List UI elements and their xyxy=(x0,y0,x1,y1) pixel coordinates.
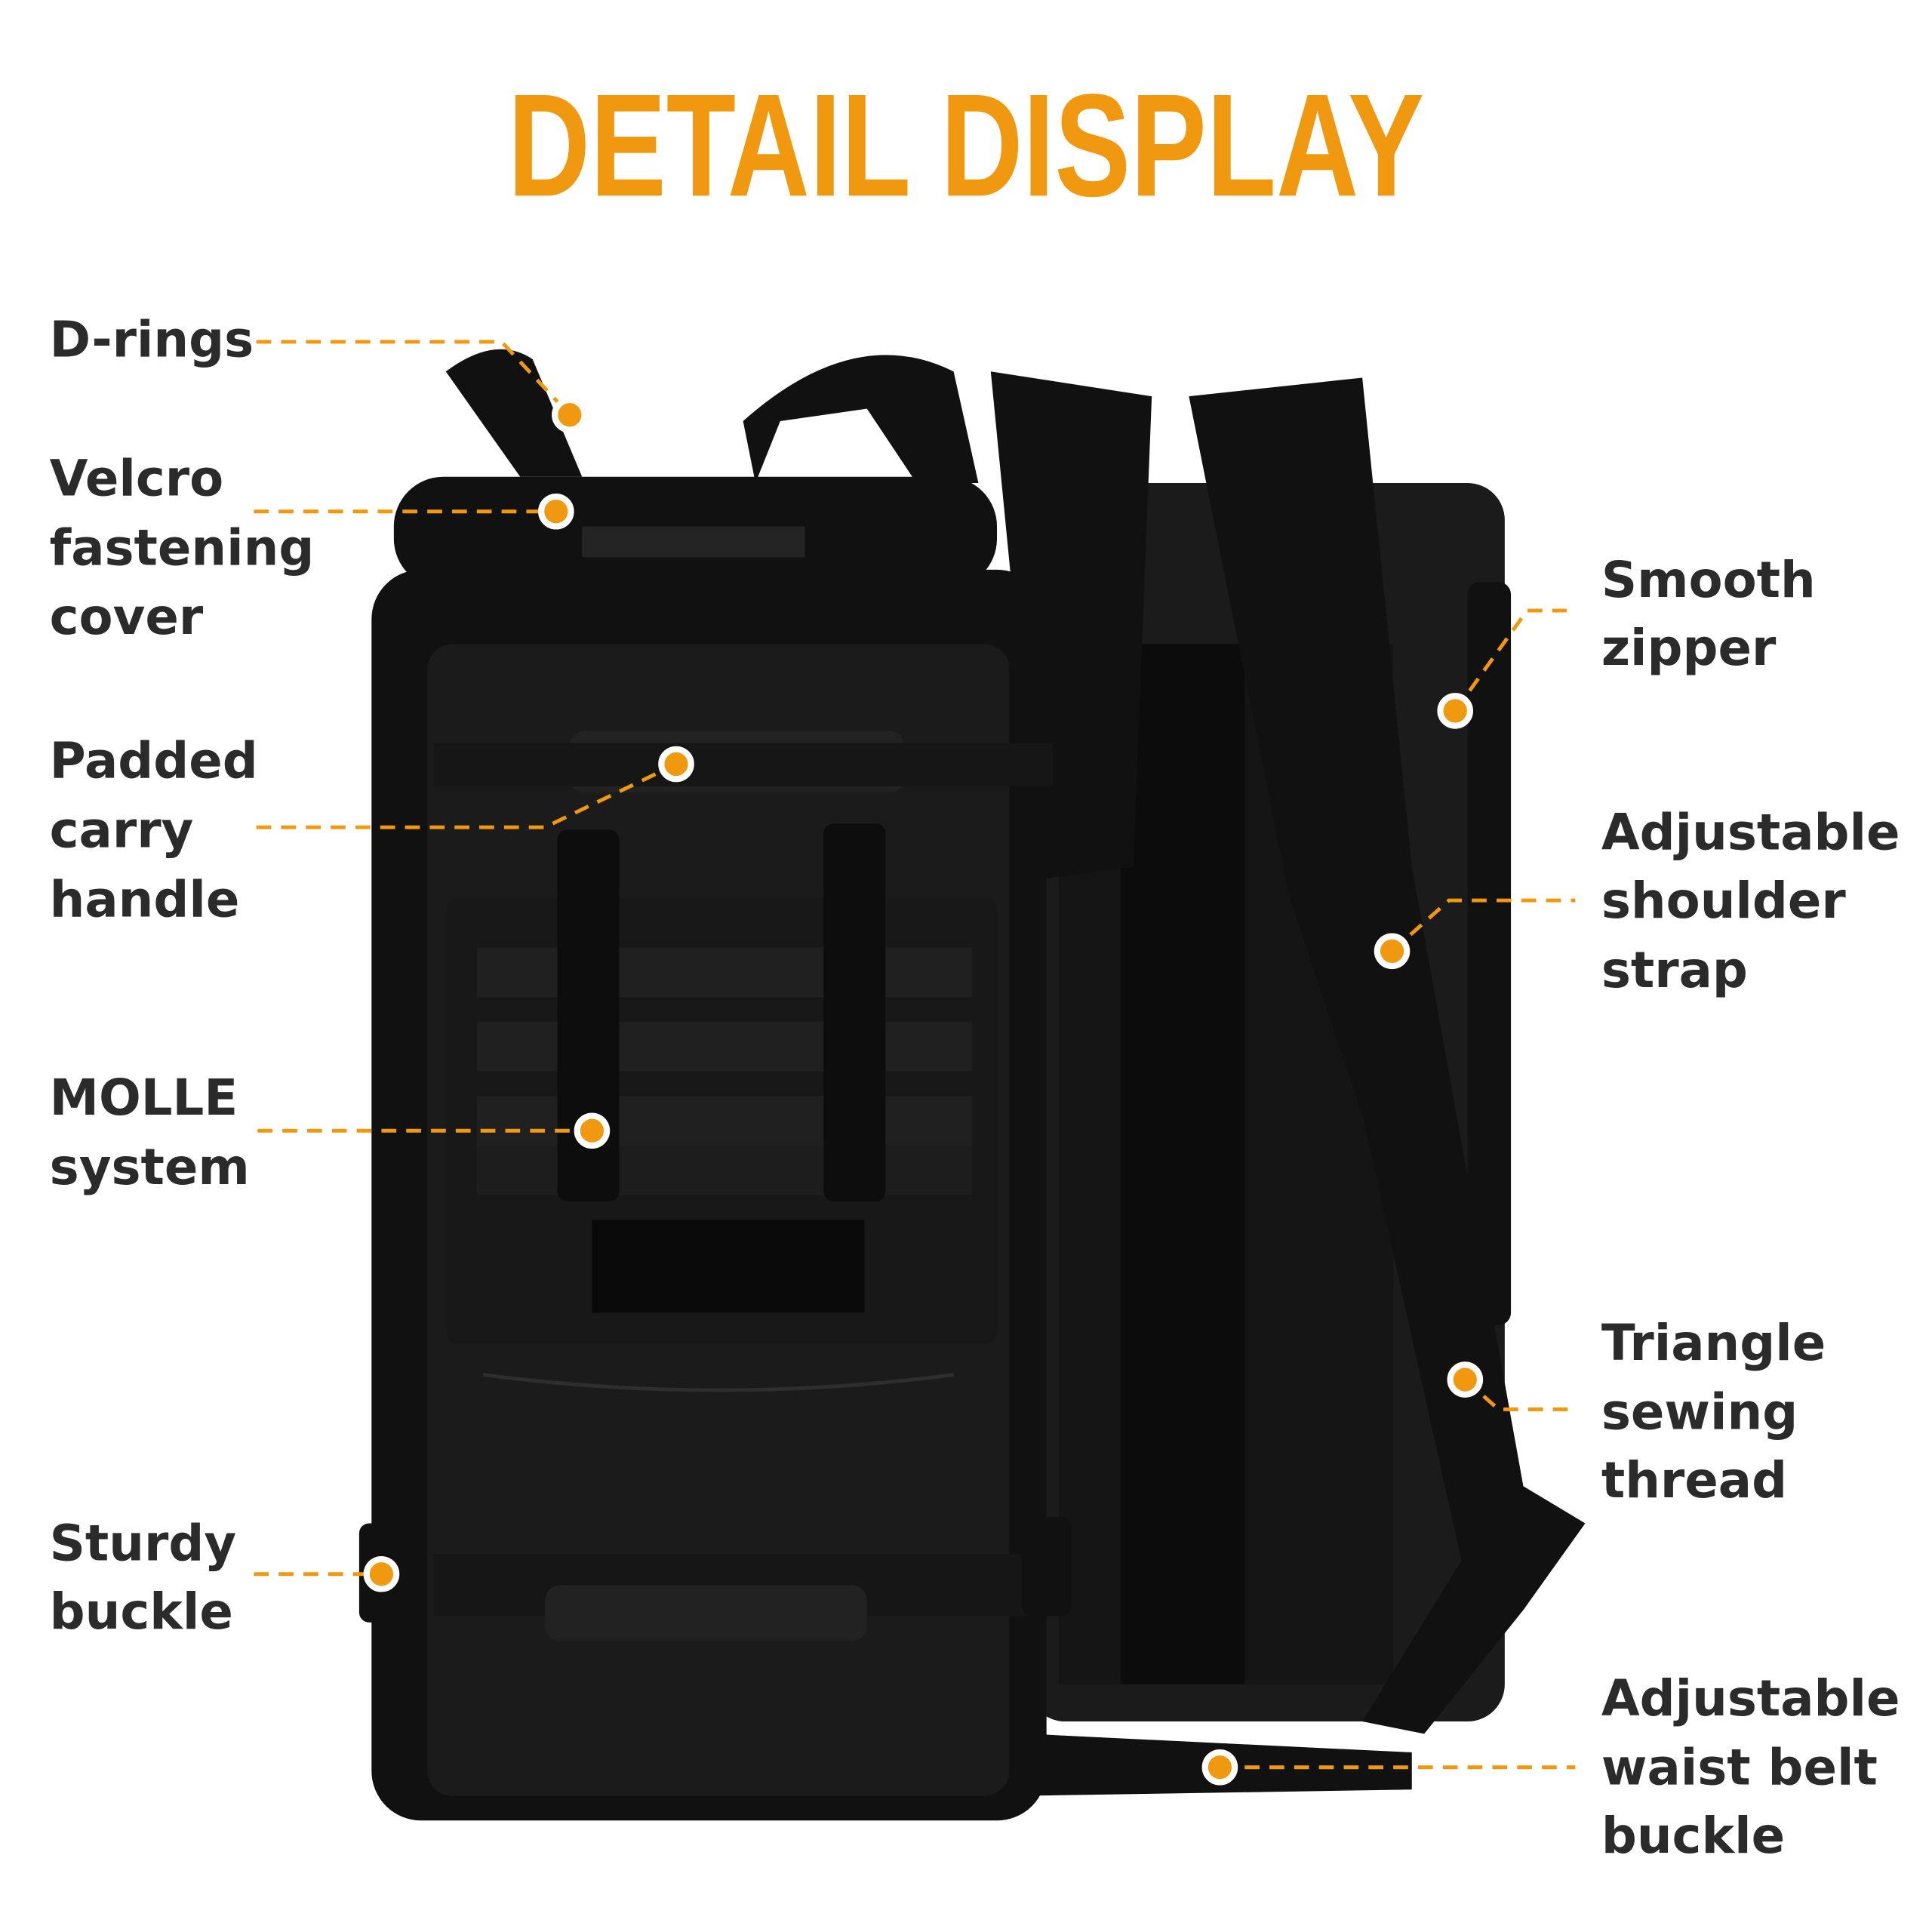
velcro-marker xyxy=(538,493,574,530)
molle-webbing xyxy=(476,947,973,1195)
waist-marker xyxy=(1201,1749,1238,1786)
shoulder-marker xyxy=(1374,933,1411,970)
zipper-marker xyxy=(1437,693,1473,729)
triangle-marker xyxy=(1447,1361,1484,1398)
label-d-rings: D-rings xyxy=(50,312,254,369)
handle-marker xyxy=(658,746,694,783)
backpack-rear-view xyxy=(990,371,1586,1796)
molle-marker xyxy=(574,1112,611,1149)
buckle-marker xyxy=(363,1555,400,1592)
callout-leaders xyxy=(254,340,1576,1786)
page-title: DETAIL DISPLAY xyxy=(508,63,1424,226)
d-rings-marker xyxy=(552,396,588,433)
backpack-front-view xyxy=(358,349,1072,1821)
